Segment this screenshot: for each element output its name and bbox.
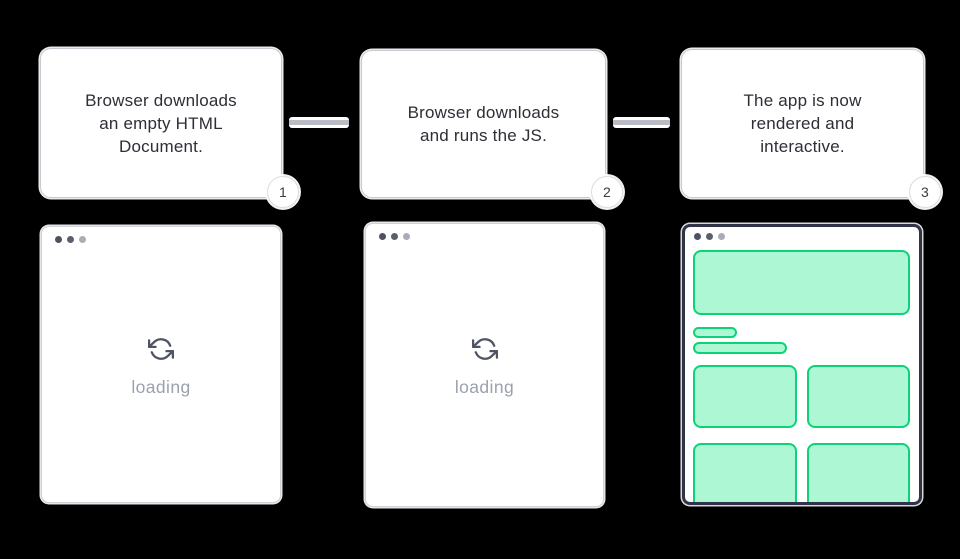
window-dot-icon [706, 233, 713, 240]
step-3-line: The app is now [743, 91, 862, 110]
step-card-1: Browser downloads an empty HTML Document… [41, 49, 299, 208]
step-3-text: The app is now rendered and interactive. [682, 89, 923, 158]
browser-window-loading-1: loading [42, 227, 280, 502]
rendered-text-pill [693, 327, 737, 338]
step-2-line: Browser downloads [407, 103, 560, 122]
step-number-badge-1: 1 [267, 176, 299, 208]
rendered-content-card [807, 365, 910, 428]
window-control-dots [379, 233, 410, 240]
step-3-line: rendered and [750, 114, 855, 133]
window-control-dots [55, 236, 86, 243]
connector-line-1 [289, 117, 349, 128]
step-1-line: Browser downloads [85, 90, 237, 110]
rendered-content-card [693, 365, 797, 428]
loading-label: loading [131, 376, 191, 397]
browser-window-loading-2: loading [366, 224, 603, 506]
loading-state: loading [366, 224, 603, 506]
window-dot-icon [79, 236, 86, 243]
loading-label: loading [454, 377, 515, 397]
browser-window-rendered [682, 224, 922, 505]
step-card-3: The app is now rendered and interactive.… [682, 50, 941, 208]
loading-state: loading [42, 227, 280, 502]
step-1-line: an empty HTML [99, 113, 223, 133]
window-dot-icon [694, 233, 701, 240]
window-control-dots [694, 233, 725, 240]
step-card-2: Browser downloads and runs the JS. 2 [362, 51, 623, 208]
step-number-badge-2: 2 [591, 176, 623, 208]
step-3-line: interactive. [760, 137, 845, 156]
window-dot-icon [379, 233, 386, 240]
sync-icon [471, 338, 498, 360]
rendered-content-card [693, 443, 797, 502]
window-dot-icon [391, 233, 398, 240]
rendered-hero-block [693, 250, 910, 315]
step-1-line: Document. [118, 136, 203, 156]
sync-icon [148, 337, 174, 360]
window-dot-icon [55, 236, 62, 243]
window-dot-icon [67, 236, 74, 243]
step-number-badge-3: 3 [909, 176, 941, 208]
window-dot-icon [403, 233, 410, 240]
window-dot-icon [718, 233, 725, 240]
rendered-text-pill [693, 342, 787, 354]
step-1-text: Browser downloads an empty HTML Document… [41, 89, 281, 158]
step-2-line: and runs the JS. [420, 126, 547, 145]
rendered-content-card [807, 443, 910, 502]
connector-line-2 [613, 117, 670, 128]
step-2-text: Browser downloads and runs the JS. [362, 101, 605, 147]
